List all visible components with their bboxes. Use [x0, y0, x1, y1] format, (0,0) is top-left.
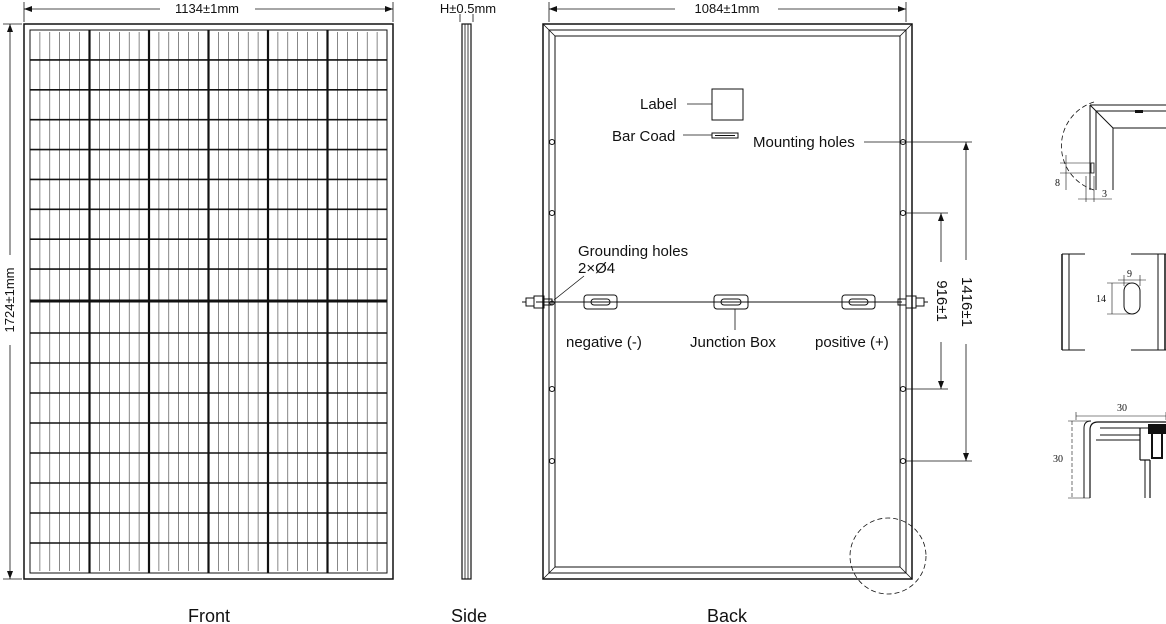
front-width-dimension — [23, 2, 394, 22]
negative-text: negative (-) — [566, 334, 642, 351]
grounding-holes-text: Grounding holes — [578, 243, 688, 260]
front-view: 1134±1mm 1724±1mm Front — [2, 1, 394, 624]
label-box — [711, 88, 744, 121]
back-width-dimension — [548, 2, 907, 22]
junction-box-negative — [583, 294, 618, 310]
grounding-holes-spec: 2×Ø4 — [578, 260, 615, 277]
junction-box-text: Junction Box — [690, 334, 776, 351]
bar-code-text: Bar Coad — [612, 128, 675, 145]
front-width-label: 1134±1mm — [175, 1, 239, 16]
front-height-dimension — [3, 23, 22, 580]
detail-corner — [1060, 101, 1166, 202]
corner-dim-8: 8 — [1055, 178, 1060, 189]
connector-left — [522, 295, 553, 309]
bar-code-strip — [711, 132, 739, 139]
connector-right — [897, 295, 928, 309]
side-profile — [461, 23, 472, 580]
back-view: 1084±1mm Label Bar Coad Mounting holes G… — [522, 1, 975, 624]
front-caption: Front — [188, 606, 230, 624]
dim-916-label: 916±1 — [933, 280, 950, 322]
front-height-label: 1724±1mm — [2, 268, 17, 333]
frame-dim-height: 30 — [1053, 454, 1063, 465]
label-text: Label — [640, 96, 677, 113]
frame-dim-width: 30 — [1117, 403, 1127, 414]
detail-frame-profile — [1068, 412, 1166, 499]
back-caption: Back — [707, 606, 748, 624]
side-height-label: H±0.5mm — [440, 1, 496, 16]
back-width-label: 1084±1mm — [695, 1, 760, 16]
front-frame-outer — [23, 23, 394, 580]
dim-1416 — [906, 142, 972, 462]
dim-1416-label: 1416±1 — [958, 277, 975, 327]
junction-box-center — [713, 294, 749, 310]
detail-circle — [849, 517, 927, 595]
mounting-holes-text: Mounting holes — [753, 134, 855, 151]
hole-dim-9: 9 — [1127, 269, 1132, 280]
corner-dim-3: 3 — [1102, 189, 1107, 200]
dim-916 — [906, 212, 948, 390]
positive-text: positive (+) — [815, 334, 889, 351]
side-view: H±0.5mm Side — [440, 1, 496, 624]
side-caption: Side — [451, 606, 487, 624]
detail-hole — [1061, 253, 1166, 351]
junction-box-positive — [841, 294, 876, 310]
hole-dim-14: 14 — [1096, 294, 1106, 305]
